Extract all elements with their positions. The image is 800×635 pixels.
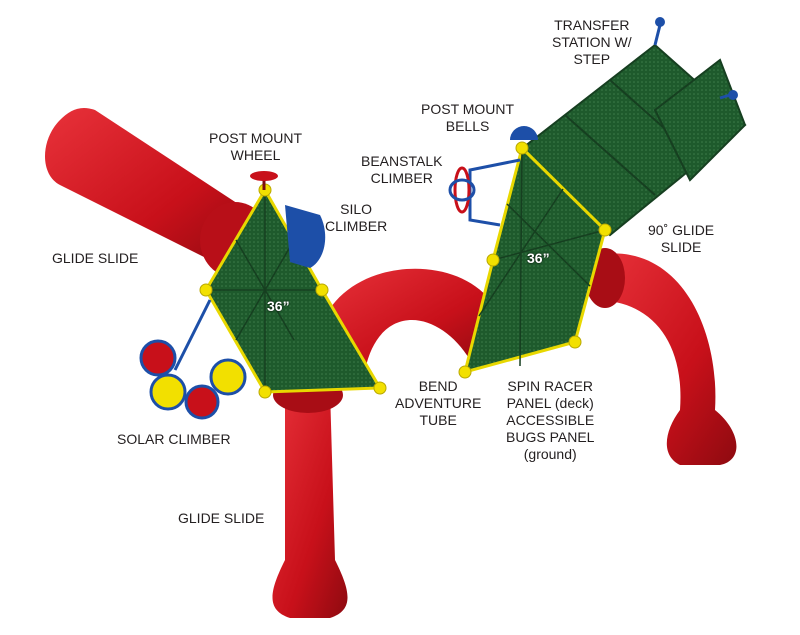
label-line: BELLS <box>445 118 490 134</box>
left-deck <box>204 187 383 394</box>
label-line: TRANSFER <box>554 17 630 33</box>
label-spin-racer-panel: SPIN RACER PANEL (deck) ACCESSIBLE BUGS … <box>506 378 594 463</box>
label-line: SPIN RACER <box>507 378 593 394</box>
label-bend-adventure-tube: BEND ADVENTURE TUBE <box>395 378 481 429</box>
label-line: BEANSTALK <box>361 153 443 169</box>
label-beanstalk-climber: BEANSTALK CLIMBER <box>361 153 442 187</box>
label-post-mount-wheel: POST MOUNT WHEEL <box>209 130 302 164</box>
label-line: (ground) <box>523 446 577 462</box>
label-line: 90˚ GLIDE <box>648 222 715 238</box>
label-glide-slide-upper: GLIDE SLIDE <box>52 250 139 266</box>
label-line: PANEL (deck) <box>506 395 594 411</box>
label-line: SLIDE <box>660 239 702 255</box>
label-line: BEND <box>418 378 458 394</box>
right-deck-height: 36” <box>527 250 550 266</box>
label-line: POST MOUNT <box>421 101 515 117</box>
silo-climber <box>285 205 326 268</box>
yellow-bolts <box>199 141 612 399</box>
left-deck-height: 36” <box>267 298 290 314</box>
label-line: TUBE <box>419 412 457 428</box>
label-ninety-glide-slide: 90˚ GLIDE SLIDE <box>648 222 714 256</box>
bend-adventure-tube <box>320 268 490 370</box>
beanstalk-climber <box>448 158 521 227</box>
label-line: CLIMBER <box>370 170 433 186</box>
label-silo-climber: SILO CLIMBER <box>325 201 387 235</box>
label-line: STATION W/ <box>552 34 632 50</box>
label-line: ACCESSIBLE <box>506 412 595 428</box>
label-solar-climber: SOLAR CLIMBER <box>117 431 231 447</box>
label-line: SILO <box>340 201 373 217</box>
label-line: BUGS PANEL <box>506 429 595 445</box>
glide-slide-lower <box>272 377 348 618</box>
label-line: CLIMBER <box>325 218 388 234</box>
label-transfer-station: TRANSFER STATION W/ STEP <box>552 17 632 68</box>
post-mount-bells <box>510 126 538 140</box>
ninety-glide-slide <box>585 248 737 465</box>
label-line: WHEEL <box>230 147 281 163</box>
label-line: POST MOUNT <box>209 130 303 146</box>
solar-climber <box>139 299 247 420</box>
label-glide-slide-lower: GLIDE SLIDE <box>178 510 265 526</box>
post-mount-wheel <box>250 171 278 190</box>
label-line: ADVENTURE <box>395 395 482 411</box>
label-post-mount-bells: POST MOUNT BELLS <box>421 101 514 135</box>
label-line: STEP <box>573 51 611 67</box>
